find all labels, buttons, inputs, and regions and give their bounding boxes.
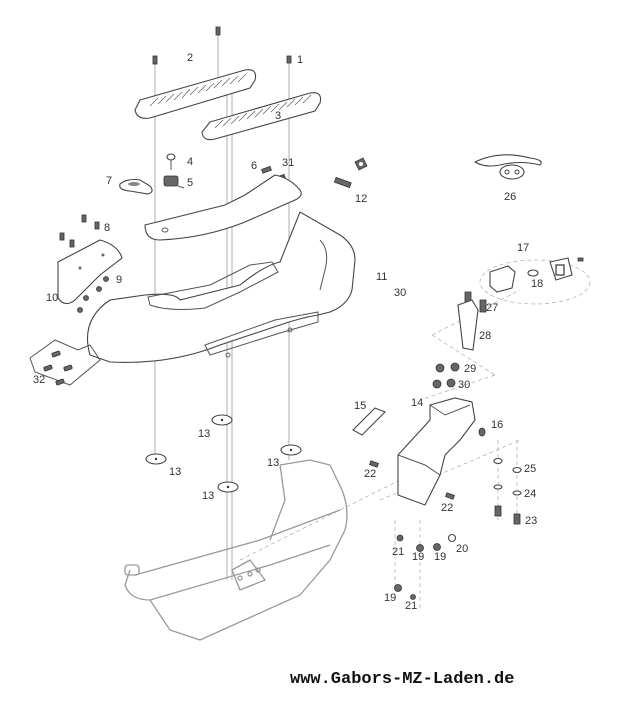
part-12-bolt-and-nut: [333, 157, 368, 189]
frame: [124, 459, 348, 641]
part-26-emblem: [473, 154, 542, 180]
label-part-29: 29: [464, 363, 477, 375]
label-part-8: 8: [104, 222, 111, 234]
label-part-13: 13: [169, 466, 182, 478]
label-part-32: 32: [33, 374, 46, 386]
label-part-10: 10: [46, 292, 59, 304]
label-part-23: 23: [525, 515, 538, 527]
part-7-handle-cover: [119, 178, 153, 195]
label-part-17: 17: [517, 242, 530, 254]
label-part-3: 3: [275, 110, 282, 122]
seat-cover-panel: [144, 174, 302, 241]
label-part-30: 30: [458, 379, 471, 391]
label-part-27: 27: [486, 302, 499, 314]
label-part-31: 31: [282, 157, 295, 169]
label-part-1: 1: [297, 54, 304, 66]
label-part-30: 30: [394, 287, 407, 299]
part-5-lock: [163, 175, 185, 189]
part-10-front-panel: [57, 239, 123, 305]
label-part-4: 4: [187, 156, 194, 168]
part-9-nuts: [77, 276, 109, 313]
part-13-rubber-washers: [145, 414, 302, 493]
label-part-26: 26: [504, 191, 517, 203]
part-23-24-25-hardware: [493, 457, 522, 525]
part-28-bracket: [457, 299, 479, 351]
label-part-20: 20: [456, 543, 469, 555]
label-part-5: 5: [187, 177, 194, 189]
label-part-19: 19: [384, 592, 397, 604]
part-32-rubber-pad-set: [29, 339, 101, 386]
label-part-9: 9: [116, 274, 123, 286]
label-part-14: 14: [411, 397, 424, 409]
label-part-7: 7: [106, 175, 113, 187]
part-8-screws: [59, 214, 100, 248]
label-part-21: 21: [392, 546, 405, 558]
label-part-21: 21: [405, 600, 418, 612]
label-part-6: 6: [251, 160, 258, 172]
label-part-28: 28: [479, 330, 492, 342]
part-22-screws: [369, 460, 455, 500]
label-part-25: 25: [524, 463, 537, 475]
part-18-bulb: [527, 269, 539, 277]
part-19-20-21-nuts-washers: [394, 533, 457, 600]
label-part-2: 2: [187, 52, 194, 64]
label-part-11: 11: [376, 271, 388, 283]
part-15-reflector: [352, 407, 386, 436]
part-1-screw: [286, 55, 292, 64]
part-4-key: [166, 153, 176, 170]
part-16-grommet: [478, 427, 486, 437]
label-part-22: 22: [364, 468, 377, 480]
part-17-tail-light-assembly: [479, 257, 591, 305]
label-part-19: 19: [412, 551, 425, 563]
label-part-15: 15: [354, 400, 367, 412]
label-part-13: 13: [267, 457, 280, 469]
footer-website-url: www.Gabors-MZ-Laden.de: [290, 670, 515, 689]
part-2-footrest-rubber: [134, 69, 257, 119]
label-part-13: 13: [198, 428, 211, 440]
label-part-16: 16: [491, 419, 504, 431]
part-3-footrest-rubber: [201, 92, 322, 141]
part-11-body-floor-panel: [86, 211, 356, 363]
label-part-24: 24: [524, 488, 537, 500]
part-29-30-washers-nuts: [432, 362, 460, 389]
label-part-13: 13: [202, 490, 215, 502]
label-part-22: 22: [441, 502, 454, 514]
part-14-mudguard: [397, 397, 476, 506]
label-part-18: 18: [531, 278, 544, 290]
label-part-12: 12: [355, 193, 368, 205]
label-part-19: 19: [434, 551, 447, 563]
